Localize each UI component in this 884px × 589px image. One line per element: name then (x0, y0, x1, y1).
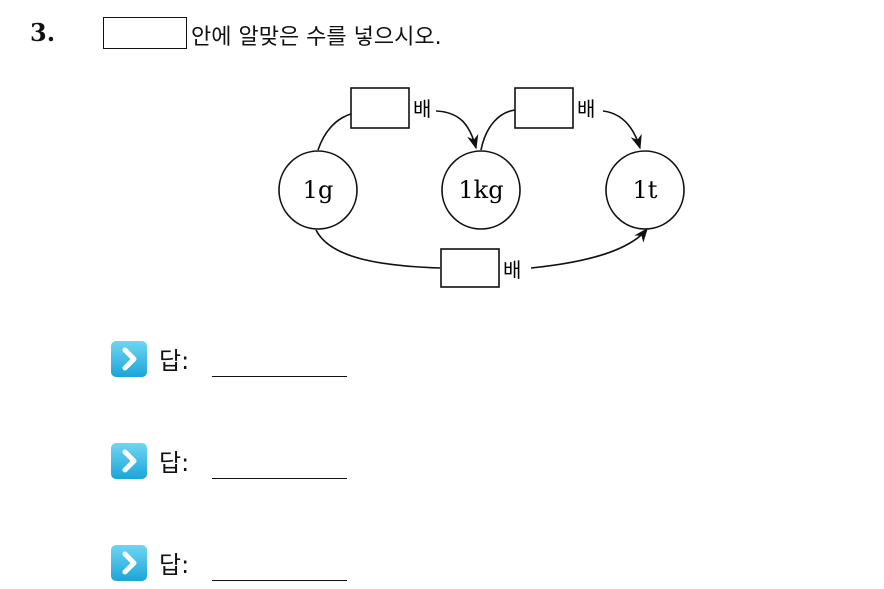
answer-row-2: 답: (111, 443, 371, 483)
question-number: 3. (30, 18, 56, 47)
answer-label: 답: (159, 347, 190, 375)
node-1kg-label: 1kg (458, 176, 503, 204)
blank-box-kg-to-t (514, 87, 574, 129)
answer-label: 답: (159, 551, 190, 579)
chevron-right-icon (111, 341, 147, 377)
multiplier-suffix-1: 배 (413, 97, 431, 121)
node-1kg (441, 150, 521, 230)
answer-input-line[interactable] (212, 478, 347, 479)
arrow-1kg-to-1t-head (602, 110, 642, 150)
node-1g (278, 150, 358, 230)
blank-box-g-to-t (440, 248, 500, 288)
prompt-blank-box (103, 17, 187, 49)
node-1t (605, 150, 685, 230)
answer-label: 답: (159, 449, 190, 477)
blank-box-g-to-kg (350, 87, 410, 129)
chevron-right-icon (111, 545, 147, 581)
node-1t-label: 1t (633, 176, 658, 204)
multiplier-suffix-3: 배 (503, 258, 521, 282)
arrow-1g-to-1t (315, 229, 441, 269)
answer-input-line[interactable] (212, 580, 347, 581)
node-1g-label: 1g (303, 176, 334, 204)
multiplier-suffix-2: 배 (577, 97, 595, 121)
answer-row-1: 답: (111, 341, 371, 381)
question-prompt: 안에 알맞은 수를 넣으시오. (191, 25, 442, 50)
arrow-1g-to-1kg-head (435, 110, 479, 150)
chevron-right-icon (111, 443, 147, 479)
arrow-1kg-to-1t (480, 109, 516, 151)
arrow-1g-to-1t-head (530, 227, 648, 269)
answer-input-line[interactable] (212, 376, 347, 377)
answer-row-3: 답: (111, 545, 371, 585)
